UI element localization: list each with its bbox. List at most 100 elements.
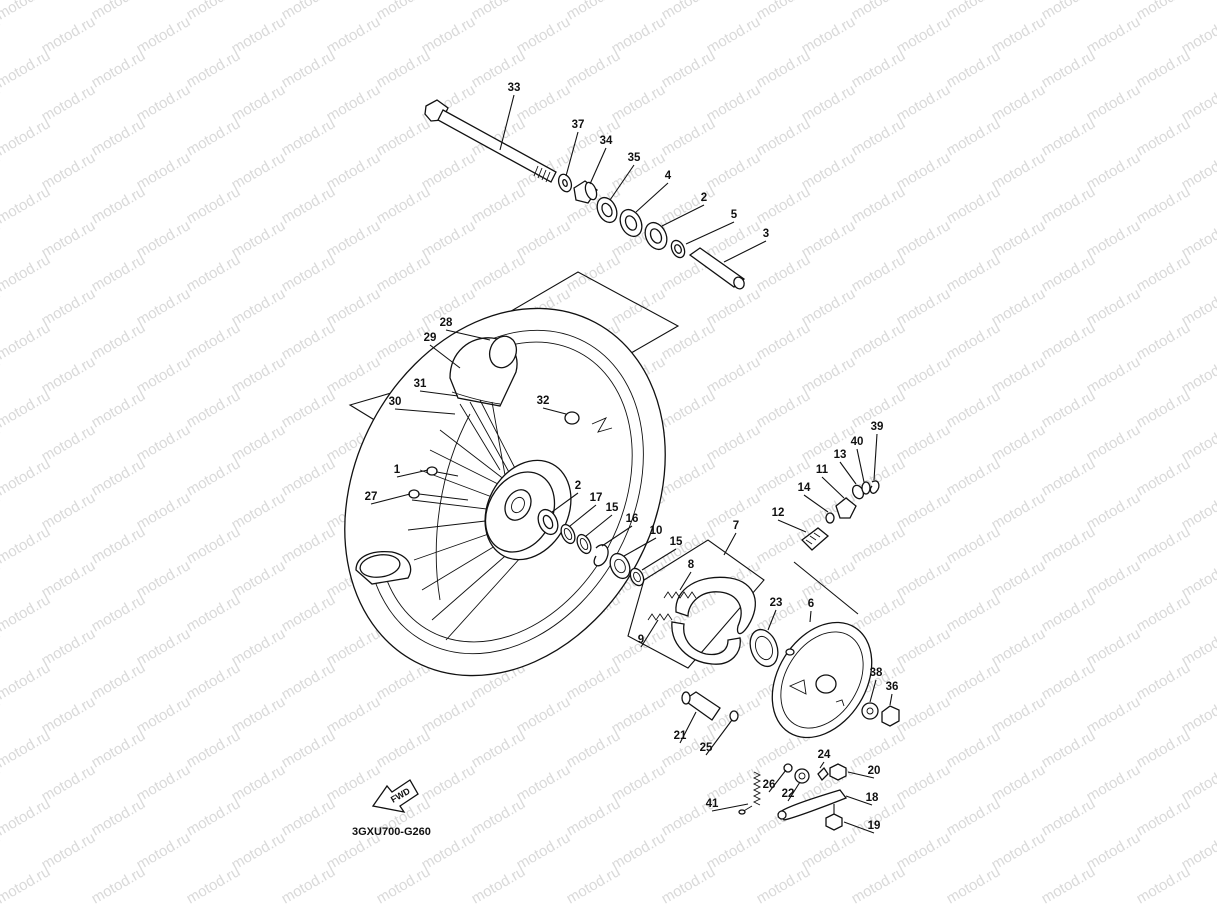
leader-line-24 [819, 761, 825, 769]
watermark-text: motod.ru [944, 591, 1004, 635]
watermark-text: motod.ru [324, 693, 384, 737]
spokes [407, 399, 523, 641]
watermark-text: motod.ru [279, 183, 339, 227]
watermark-text: motod.ru [704, 285, 764, 329]
watermark-text: motod.ru [374, 0, 434, 23]
watermark-text: motod.ru [704, 13, 764, 57]
callout-23: 23 [770, 597, 783, 609]
watermark-text: motod.ru [229, 285, 289, 329]
leader-line-7 [723, 532, 737, 556]
callout-8: 8 [688, 559, 695, 571]
leader-line-8 [679, 571, 692, 591]
watermark-text: motod.ru [944, 387, 1004, 431]
watermark-text: motod.ru [0, 183, 53, 227]
watermark-text: motod.ru [1039, 0, 1099, 23]
watermark-text: motod.ru [659, 115, 719, 159]
watermark-text: motod.ru [279, 523, 339, 567]
callout-30: 30 [389, 396, 402, 408]
watermark-text: motod.ru [894, 13, 954, 57]
watermark-text: motod.ru [1084, 693, 1144, 737]
watermark-text: motod.ru [134, 81, 194, 125]
watermark-text: motod.ru [849, 863, 909, 907]
watermark-text: motod.ru [279, 0, 339, 23]
watermark-text: motod.ru [39, 625, 99, 669]
watermark-text: motod.ru [799, 217, 859, 261]
watermark-text: motod.ru [324, 217, 384, 261]
watermark-text: motod.ru [754, 387, 814, 431]
leader-line-32 [542, 407, 567, 415]
watermark-text: motod.ru [0, 115, 53, 159]
watermark-text: motod.ru [754, 591, 814, 635]
watermark-text: motod.ru [1134, 591, 1194, 635]
watermark-text: motod.ru [469, 0, 529, 23]
spring-part-9 [647, 613, 673, 621]
watermark-text: motod.ru [39, 217, 99, 261]
watermark-text: motod.ru [1134, 455, 1194, 499]
watermark-text: motod.ru [0, 659, 53, 703]
callout-34: 34 [600, 135, 613, 147]
watermark-text: motod.ru [1039, 183, 1099, 227]
watermark-text: motod.ru [609, 285, 669, 329]
brake-panel-part-6 [771, 621, 873, 739]
watermark-text: motod.ru [134, 829, 194, 873]
watermark-text: motod.ru [704, 217, 764, 261]
watermark-text: motod.ru [944, 0, 1004, 23]
speedometer-drive-assembly [801, 480, 880, 551]
watermark-text: motod.ru [894, 149, 954, 193]
watermark-text: motod.ru [754, 251, 814, 295]
watermark-text: motod.ru [659, 183, 719, 227]
watermark-text: motod.ru [849, 251, 909, 295]
axle-part-33 [424, 99, 557, 183]
brake-shoe-bracket [627, 539, 765, 669]
callout-33: 33 [508, 82, 521, 94]
watermark-text: motod.ru [564, 0, 624, 23]
watermark-text: motod.ru [89, 183, 149, 227]
watermark-text: motod.ru [1134, 659, 1194, 703]
watermark-text: motod.ru [39, 353, 99, 397]
forward-direction-arrow: FWD [371, 779, 419, 813]
leader-line-31 [419, 390, 459, 397]
callout-6: 6 [808, 598, 814, 610]
watermark-text: motod.ru [184, 387, 244, 431]
watermark-text: motod.ru [184, 659, 244, 703]
washer-part-38 [861, 702, 879, 720]
watermark-text: motod.ru [0, 387, 53, 431]
watermark-text: motod.ru [989, 13, 1049, 57]
watermark-text: motod.ru [564, 47, 624, 91]
watermark-text: motod.ru [894, 353, 954, 397]
watermark-text: motod.ru [184, 455, 244, 499]
watermark-text: motod.ru [469, 183, 529, 227]
callout-11: 11 [816, 464, 829, 476]
leader-line-37 [565, 131, 579, 177]
watermark-text: motod.ru [39, 285, 99, 329]
o-ring-part-40 [861, 481, 871, 495]
washer-part-22 [794, 768, 810, 784]
watermark-text: motod.ru [184, 591, 244, 635]
watermark-text: motod.ru [659, 319, 719, 363]
watermark-text: motod.ru [89, 591, 149, 635]
watermark-text: motod.ru [374, 727, 434, 771]
watermark-text: motod.ru [39, 81, 99, 125]
watermark-text: motod.ru [659, 0, 719, 23]
watermark-text: motod.ru [1134, 863, 1194, 907]
callout-22: 22 [782, 788, 795, 800]
watermark-text: motod.ru [989, 81, 1049, 125]
watermark-text: motod.ru [324, 149, 384, 193]
leader-line-14 [803, 494, 829, 513]
watermark-text: motod.ru [184, 727, 244, 771]
watermark-text: motod.ru [324, 81, 384, 125]
cam-lever-assembly [738, 763, 848, 831]
callout-3: 3 [763, 228, 769, 240]
watermark-text: motod.ru [184, 0, 244, 23]
watermark-text: motod.ru [134, 489, 194, 533]
watermark-text: motod.ru [229, 829, 289, 873]
watermark-text: motod.ru [279, 863, 339, 907]
callout-13: 13 [834, 449, 847, 461]
watermark-text: motod.ru [989, 557, 1049, 601]
watermark-text: motod.ru [279, 455, 339, 499]
watermark-text: motod.ru [989, 217, 1049, 261]
tire-section-lower [355, 550, 412, 585]
watermark-text: motod.ru [564, 659, 624, 703]
watermark-text: motod.ru [1039, 455, 1099, 499]
watermark-text: motod.ru [609, 81, 669, 125]
